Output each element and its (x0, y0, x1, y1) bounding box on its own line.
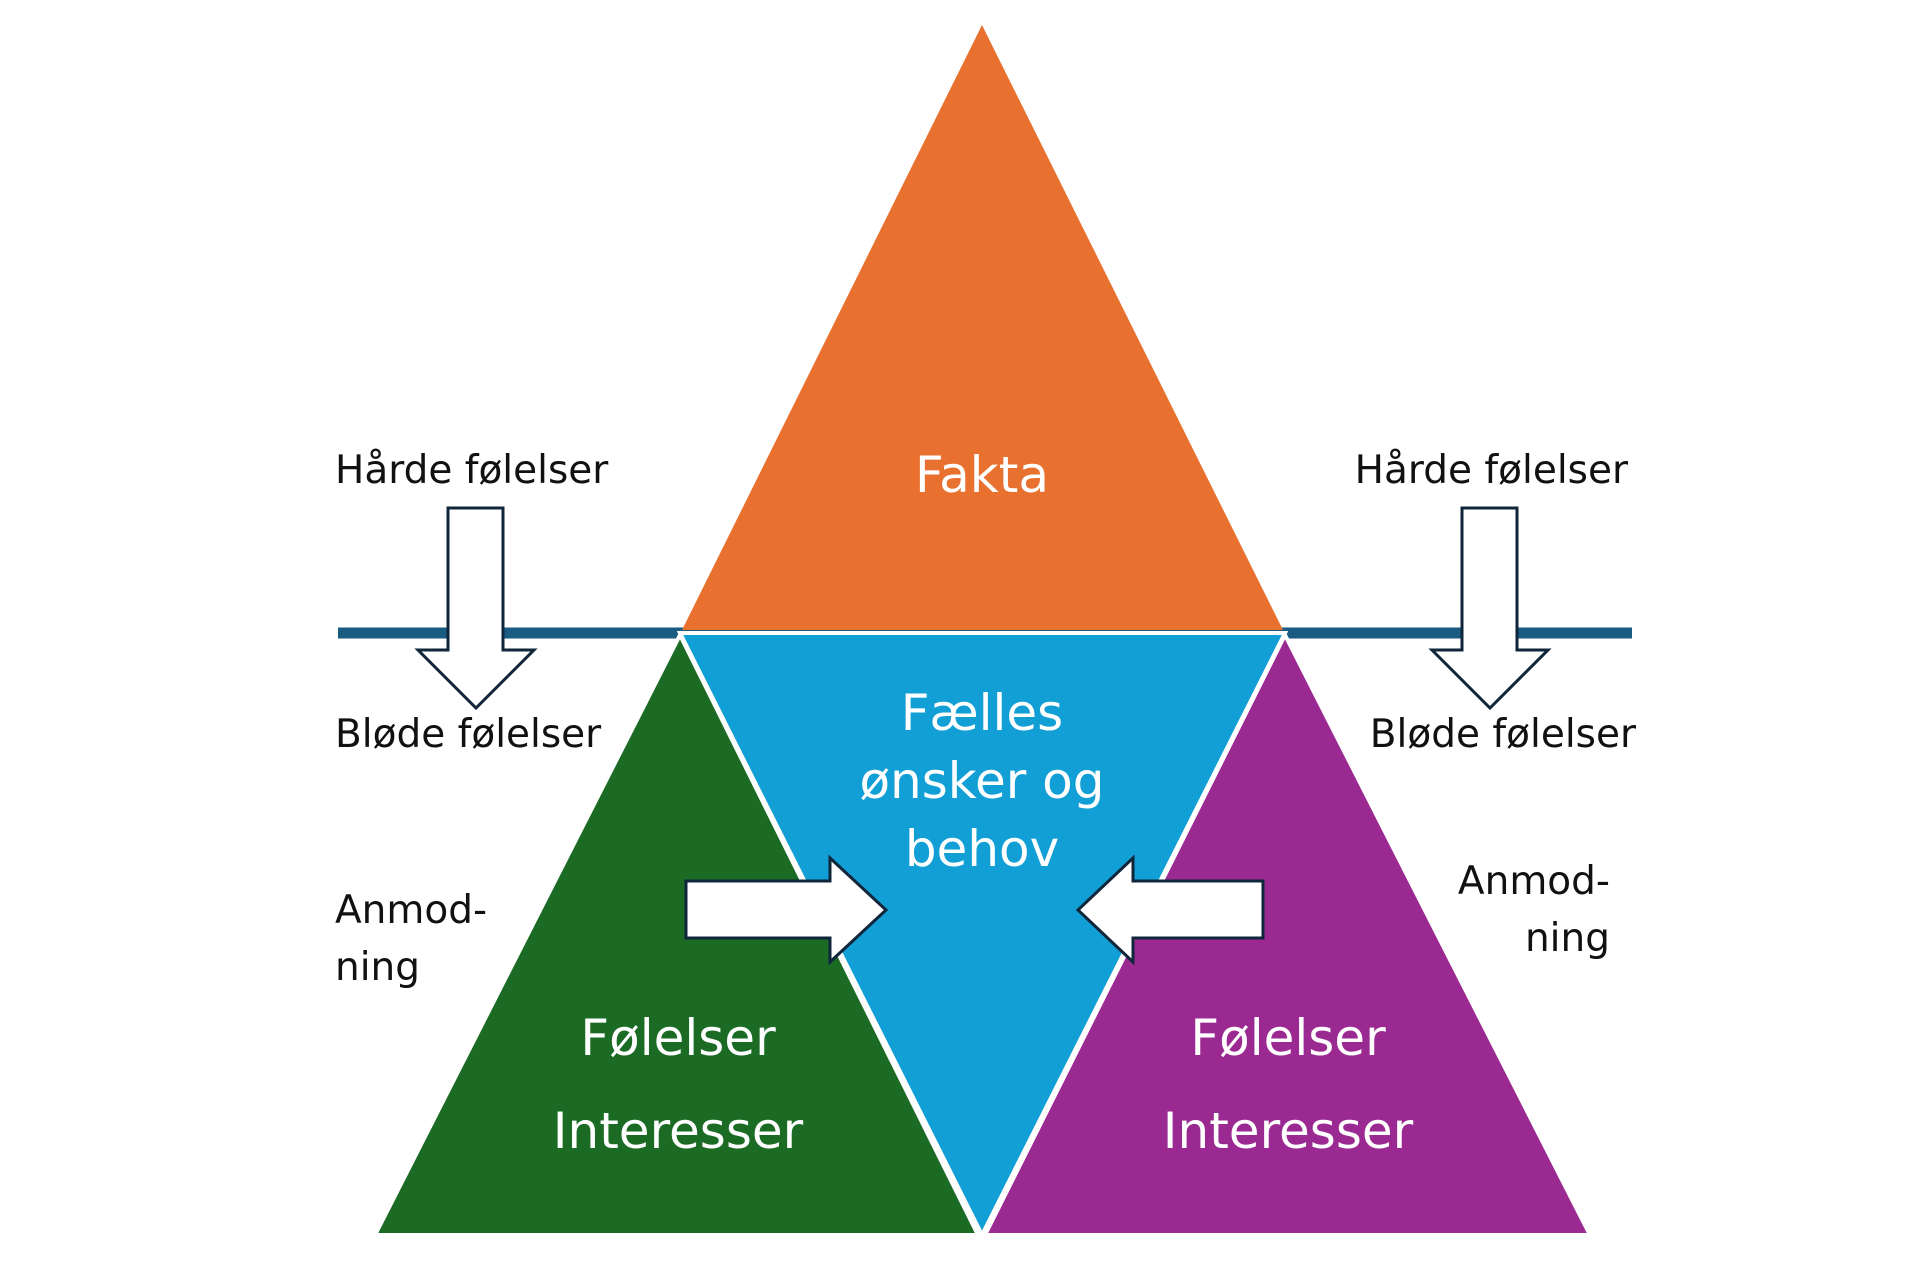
right-hard-feelings-label: Hårde følelser (1355, 448, 1629, 493)
left-request-label-line1: Anmod- (335, 888, 487, 933)
left-feelings-label: Følelser (580, 1009, 776, 1067)
faelles-label-line1: Fælles (901, 684, 1063, 742)
right-soft-feelings-label: Bløde følelser (1370, 712, 1637, 757)
top-triangle (682, 25, 1283, 630)
faelles-label-line2: ønsker og (859, 752, 1104, 810)
left-soft-feelings-label: Bløde følelser (335, 712, 602, 757)
right-request-label-line1: Anmod- (1458, 859, 1610, 904)
faelles-label-line3: behov (905, 820, 1059, 878)
down-arrow-icon (1428, 506, 1552, 711)
left-arrow-icon (1075, 854, 1265, 966)
down-arrow-icon (414, 506, 538, 711)
right-request-label-line2: ning (1525, 916, 1610, 961)
right-feelings-label: Følelser (1190, 1009, 1386, 1067)
right-interests-label: Interesser (1163, 1102, 1414, 1160)
left-interests-label: Interesser (553, 1102, 804, 1160)
right-arrow-icon (684, 854, 889, 966)
left-request-label-line2: ning (335, 945, 420, 990)
left-hard-feelings-label: Hårde følelser (335, 448, 609, 493)
fakta-label: Fakta (915, 446, 1049, 504)
